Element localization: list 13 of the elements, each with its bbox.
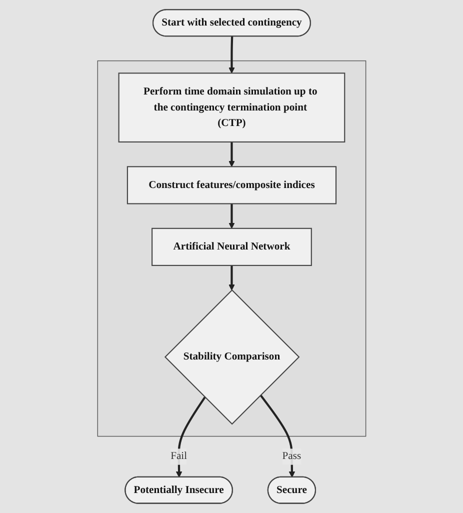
- arrow: [228, 36, 235, 74]
- arrow: [228, 142, 235, 167]
- node-box: Construct features/composite indices: [126, 166, 336, 204]
- cluster: [97, 60, 366, 437]
- node-box: Artificial Neural Network: [151, 228, 312, 266]
- arrow: [259, 394, 295, 478]
- edge-label: Fail: [170, 450, 187, 462]
- arrow: [228, 265, 235, 290]
- node-box: Perform time domain simulation up to the contingency termination point (CTP): [118, 72, 345, 142]
- arrow: [176, 396, 206, 478]
- node-diamond: Stability Comparison: [164, 289, 300, 425]
- arrow: [228, 204, 235, 229]
- edge-label: Pass: [282, 450, 301, 462]
